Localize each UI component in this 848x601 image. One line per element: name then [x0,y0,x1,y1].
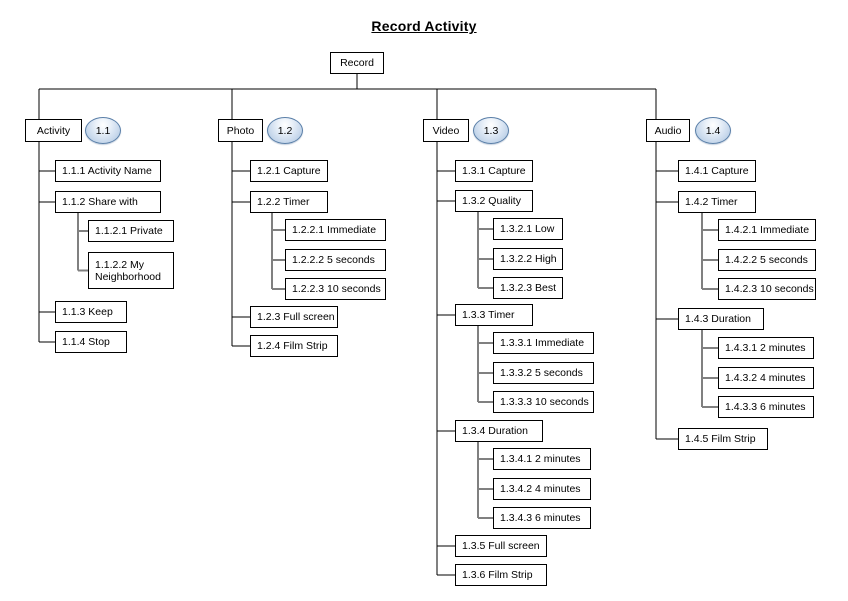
node-label: 1.1.2.1 Private [95,225,163,237]
node-video-subitem-4-1[interactable]: 1.3.4.1 2 minutes [493,448,591,470]
node-video-item-6[interactable]: 1.3.6 Film Strip [455,564,547,586]
node-video-item-2[interactable]: 1.3.2 Quality [455,190,533,212]
node-label: 1.3.3.2 5 seconds [500,367,583,379]
node-label: 1.1.1 Activity Name [62,165,152,177]
node-label: 1.3.2 Quality [462,195,521,207]
node-label: 1.1.2.2 My Neighborhood [95,258,161,283]
node-label: 1.3.4.1 2 minutes [500,453,581,465]
node-branch-video[interactable]: Video [423,119,469,142]
node-video-subitem-2-2[interactable]: 1.3.2.2 High [493,248,563,270]
node-label: 1.2.2.2 5 seconds [292,254,375,266]
node-label: 1.4.2.3 10 seconds [725,283,814,295]
node-audio-subitem-3-2[interactable]: 1.4.3.2 4 minutes [718,367,814,389]
node-audio-subitem-3-1[interactable]: 1.4.3.1 2 minutes [718,337,814,359]
node-audio-subitem-2-3[interactable]: 1.4.2.3 10 seconds [718,278,816,300]
badge-label: 1.4 [705,124,721,137]
node-label: 1.1.3 Keep [62,306,113,318]
node-video-subitem-4-2[interactable]: 1.3.4.2 4 minutes [493,478,591,500]
node-label: 1.4.3.2 4 minutes [725,372,806,384]
node-label: 1.2.2.1 Immediate [292,224,377,236]
node-video-item-1[interactable]: 1.3.1 Capture [455,160,533,182]
node-label: 1.4.5 Film Strip [685,433,756,445]
node-activity-item-4[interactable]: 1.1.4 Stop [55,331,127,353]
node-video-subitem-2-3[interactable]: 1.3.2.3 Best [493,277,563,299]
node-activity-item-1[interactable]: 1.1.1 Activity Name [55,160,161,182]
node-audio-subitem-3-3[interactable]: 1.4.3.3 6 minutes [718,396,814,418]
node-label: 1.3.3 Timer [462,309,515,321]
node-video-subitem-3-2[interactable]: 1.3.3.2 5 seconds [493,362,594,384]
node-activity-subitem-2-2[interactable]: 1.1.2.2 My Neighborhood [88,252,174,289]
node-video-subitem-3-1[interactable]: 1.3.3.1 Immediate [493,332,594,354]
node-label: 1.2.2 Timer [257,196,310,208]
node-label: 1.4.3.1 2 minutes [725,342,806,354]
node-label: 1.1.4 Stop [62,336,110,348]
node-label: Photo [226,124,255,137]
badge-label: 1.1 [95,124,111,137]
node-label: 1.4.2.2 5 seconds [725,254,808,266]
node-audio-subitem-2-1[interactable]: 1.4.2.1 Immediate [718,219,816,241]
node-label: 1.3.3.1 Immediate [500,337,585,349]
badge-video: 1.3 [473,117,509,144]
node-audio-item-4[interactable]: 1.4.5 Film Strip [678,428,768,450]
node-label: 1.2.1 Capture [257,165,321,177]
node-label: 1.3.2.1 Low [500,223,555,235]
node-label: 1.3.4 Duration [462,425,528,437]
node-label: 1.3.3.3 10 seconds [500,396,589,408]
node-label: Record [340,57,374,69]
node-photo-item-3[interactable]: 1.2.3 Full screen [250,306,338,328]
node-photo-subitem-2-1[interactable]: 1.2.2.1 Immediate [285,219,386,241]
badge-photo: 1.2 [267,117,303,144]
node-activity-item-3[interactable]: 1.1.3 Keep [55,301,127,323]
node-audio-item-3[interactable]: 1.4.3 Duration [678,308,764,330]
badge-label: 1.3 [483,124,499,137]
node-label: 1.4.3 Duration [685,313,751,325]
node-branch-photo[interactable]: Photo [218,119,263,142]
node-label: 1.2.2.3 10 seconds [292,283,381,295]
node-root[interactable]: Record [330,52,384,74]
node-label: 1.3.1 Capture [462,165,526,177]
node-video-subitem-2-1[interactable]: 1.3.2.1 Low [493,218,563,240]
node-label: 1.2.3 Full screen [257,311,335,323]
node-label: 1.2.4 Film Strip [257,340,328,352]
node-label: 1.4.2.1 Immediate [725,224,810,236]
node-video-item-4[interactable]: 1.3.4 Duration [455,420,543,442]
node-label: Video [432,124,460,137]
node-video-item-3[interactable]: 1.3.3 Timer [455,304,533,326]
node-label: 1.3.4.2 4 minutes [500,483,581,495]
node-label: 1.3.2.2 High [500,253,557,265]
node-label: 1.1.2 Share with [62,196,138,208]
node-label: Activity [36,124,71,137]
node-label: 1.3.4.3 6 minutes [500,512,581,524]
node-label: 1.4.3.3 6 minutes [725,401,806,413]
node-video-subitem-4-3[interactable]: 1.3.4.3 6 minutes [493,507,591,529]
node-audio-item-1[interactable]: 1.4.1 Capture [678,160,756,182]
node-photo-item-1[interactable]: 1.2.1 Capture [250,160,328,182]
node-activity-item-2[interactable]: 1.1.2 Share with [55,191,161,213]
node-label: 1.3.5 Full screen [462,540,540,552]
node-label: 1.4.1 Capture [685,165,749,177]
node-label: 1.4.2 Timer [685,196,738,208]
node-photo-item-4[interactable]: 1.2.4 Film Strip [250,335,338,357]
node-photo-subitem-2-3[interactable]: 1.2.2.3 10 seconds [285,278,386,300]
node-photo-subitem-2-2[interactable]: 1.2.2.2 5 seconds [285,249,386,271]
node-audio-subitem-2-2[interactable]: 1.4.2.2 5 seconds [718,249,816,271]
badge-activity: 1.1 [85,117,121,144]
node-label: 1.3.6 Film Strip [462,569,533,581]
node-video-subitem-3-3[interactable]: 1.3.3.3 10 seconds [493,391,594,413]
node-photo-item-2[interactable]: 1.2.2 Timer [250,191,328,213]
page-title: Record Activity [371,18,477,34]
node-audio-item-2[interactable]: 1.4.2 Timer [678,191,756,213]
node-branch-activity[interactable]: Activity [25,119,82,142]
node-activity-subitem-2-1[interactable]: 1.1.2.1 Private [88,220,174,242]
node-branch-audio[interactable]: Audio [646,119,690,142]
badge-audio: 1.4 [695,117,731,144]
node-label: 1.3.2.3 Best [500,282,557,294]
badge-label: 1.2 [277,124,293,137]
node-video-item-5[interactable]: 1.3.5 Full screen [455,535,547,557]
node-label: Audio [654,124,682,137]
